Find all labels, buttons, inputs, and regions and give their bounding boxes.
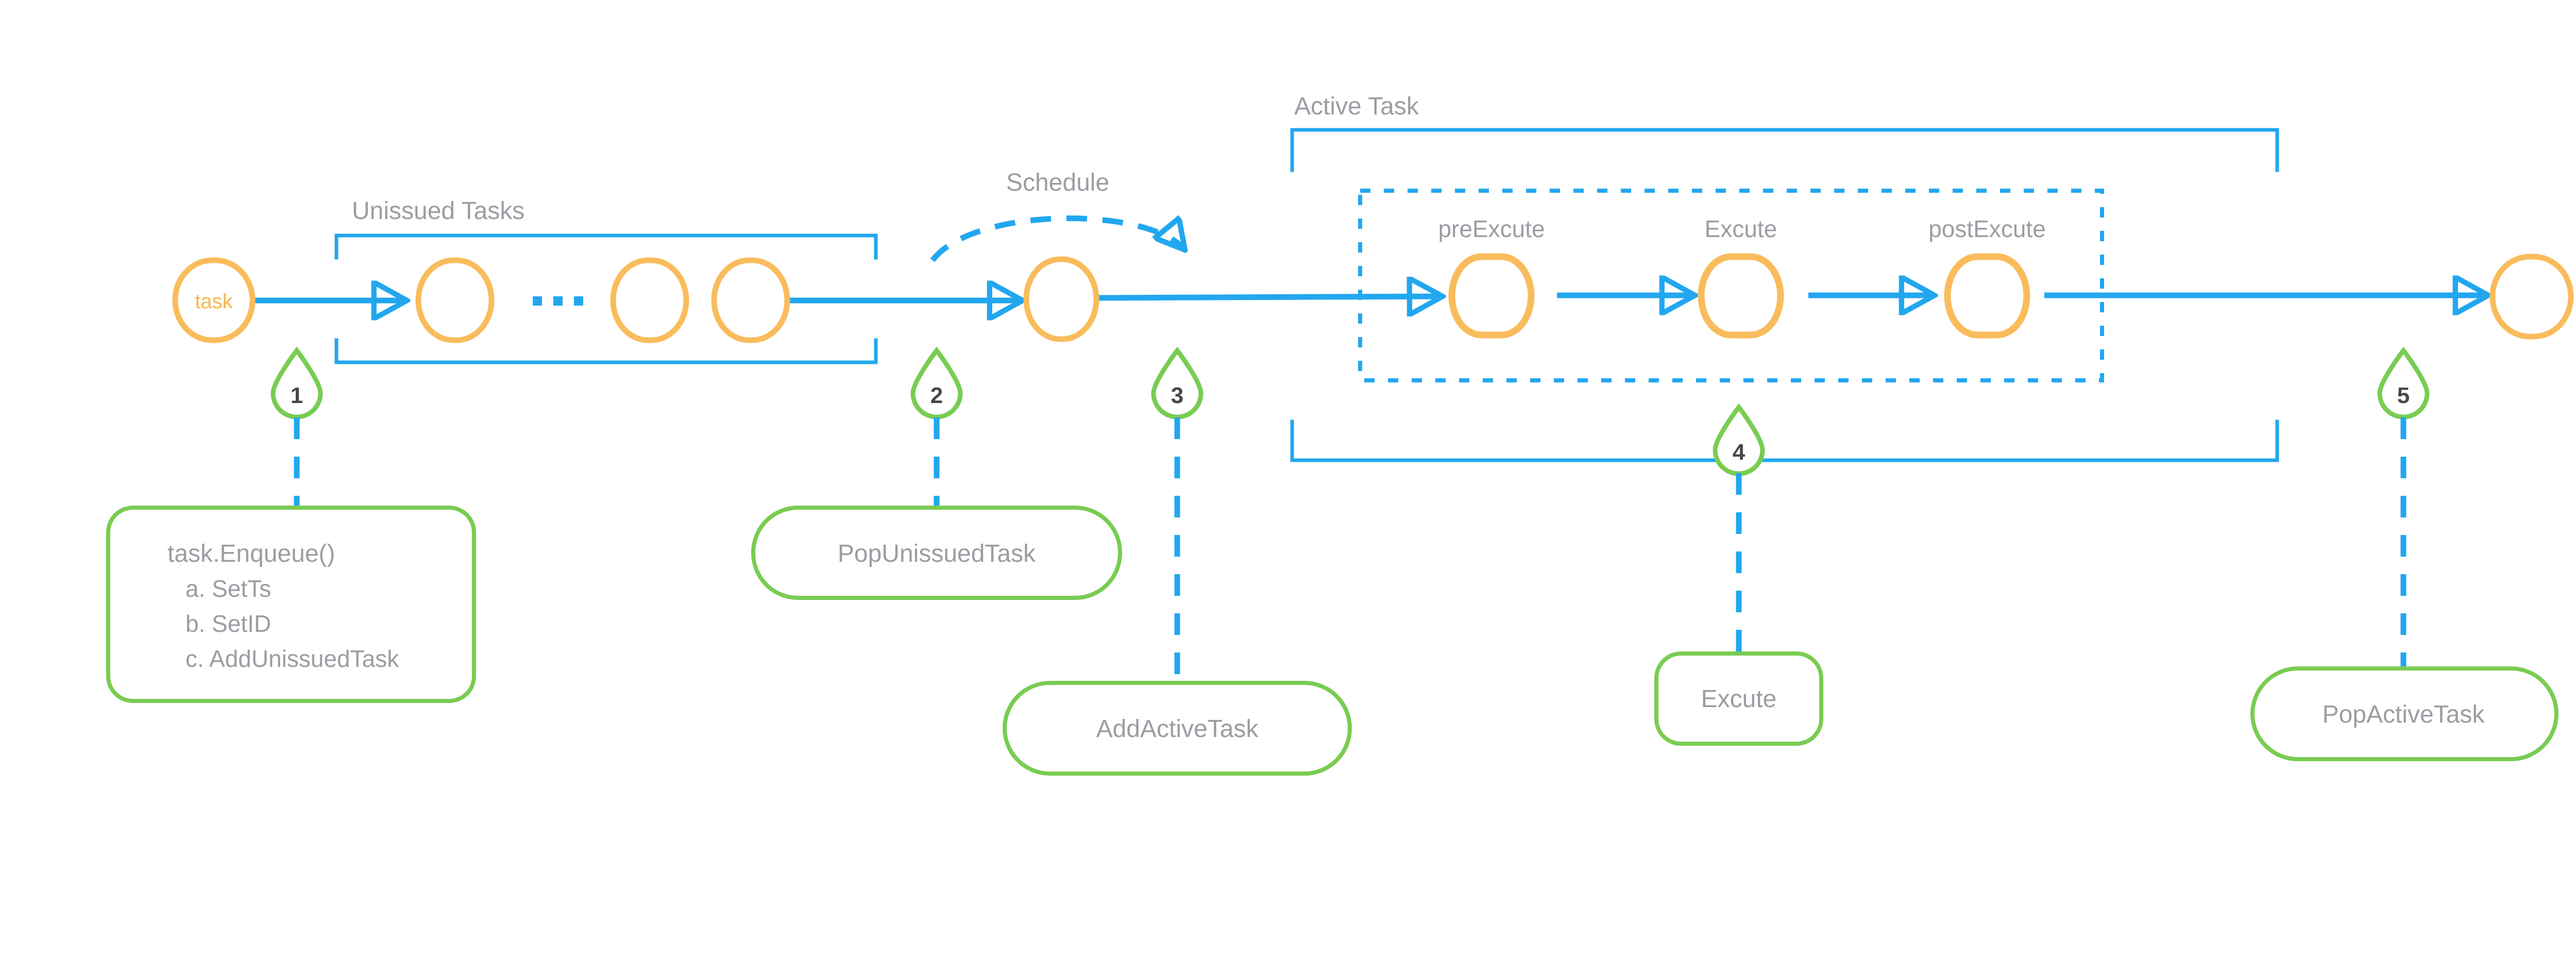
marker-5-group: 5 PopActiveTask: [2250, 346, 2558, 761]
node-scheduled[interactable]: [1023, 256, 1099, 342]
callout-5-label: PopActiveTask: [2323, 701, 2485, 728]
node-queue-mid[interactable]: [610, 257, 689, 343]
queue-ellipsis: [533, 296, 583, 306]
marker-1-group: 1 task.Enqueue() a. SetTs b. SetID c. Ad…: [106, 346, 476, 703]
active-task-top-bracket: [1290, 128, 2279, 172]
unissued-bottom-bracket: [334, 338, 878, 364]
callout-1-line-2: a. SetTs: [185, 575, 271, 602]
marker-5-number: 5: [2397, 383, 2410, 408]
stage-excute-label: Excute: [1705, 215, 1777, 242]
node-queue-tail[interactable]: [711, 257, 790, 343]
schedule-dashed-arc: [930, 219, 1185, 262]
marker-1-number: 1: [291, 383, 303, 408]
node-pre-excute-shape: [1448, 253, 1535, 339]
marker-4-group: 4 Excute: [1654, 403, 1823, 746]
node-done[interactable]: [2489, 254, 2574, 340]
main-flow-line: [251, 295, 2488, 300]
callout-3-box: [1003, 681, 1352, 776]
node-done-shape: [2489, 254, 2574, 340]
node-scheduled-shape: [1023, 256, 1099, 342]
callout-4-box: [1654, 651, 1823, 746]
callout-3-label: AddActiveTask: [1096, 715, 1259, 743]
marker-2-pin: [910, 346, 963, 420]
node-post-excute-shape: [1944, 253, 2030, 339]
marker-3-group: 3 AddActiveTask: [1003, 346, 1352, 776]
schedule-label: Schedule: [1006, 169, 1109, 196]
active-task-bottom-bracket: [1290, 420, 2279, 462]
unissued-tasks-label: Unissued Tasks: [352, 197, 524, 225]
execution-phase-dotted-box: [1358, 189, 2104, 382]
node-post-excute[interactable]: postExcute: [1928, 215, 2046, 339]
callout-1-line-1: task.Enqueue(): [167, 540, 335, 567]
unissued-top-bracket: [334, 233, 878, 260]
node-queue-tail-shape: [711, 257, 790, 343]
marker-3-number: 3: [1171, 383, 1183, 408]
active-task-label: Active Task: [1294, 93, 1419, 120]
marker-1-pin: [270, 346, 323, 420]
node-excute[interactable]: Excute: [1698, 215, 1784, 339]
node-queue-mid-shape: [610, 257, 689, 343]
marker-2-number: 2: [930, 383, 943, 408]
flow-scheduled-to-preexcute: [1094, 296, 1443, 298]
active-task-group: Active Task: [1290, 93, 2279, 462]
callout-1-box: [106, 506, 476, 703]
marker-5-pin: [2377, 346, 2430, 420]
node-task-shape: [172, 257, 256, 343]
node-task-label: task: [195, 290, 233, 313]
unissued-tasks-group: Unissued Tasks: [334, 197, 878, 364]
callout-2-label: PopUnissuedTask: [838, 540, 1036, 567]
callout-1-line-3: b. SetID: [185, 610, 271, 637]
node-queue-head[interactable]: [415, 257, 495, 343]
node-excute-shape: [1698, 253, 1784, 339]
stage-pre-excute-label: preExcute: [1438, 215, 1545, 242]
marker-2-group: 2 PopUnissuedTask: [751, 346, 1122, 600]
callout-4-label: Excute: [1701, 685, 1777, 713]
node-task[interactable]: task: [172, 257, 256, 343]
stage-post-excute-label: postExcute: [1928, 215, 2046, 242]
callout-5-box: [2250, 666, 2558, 761]
callout-2-box: [751, 506, 1122, 600]
node-queue-head-shape: [415, 257, 495, 343]
marker-3-pin: [1151, 346, 1204, 420]
schedule-edge: Schedule: [930, 169, 1185, 262]
callout-1-line-4: c. AddUnissuedTask: [185, 645, 399, 672]
node-pre-excute[interactable]: preExcute: [1438, 215, 1545, 339]
marker-4-number: 4: [1733, 440, 1745, 465]
